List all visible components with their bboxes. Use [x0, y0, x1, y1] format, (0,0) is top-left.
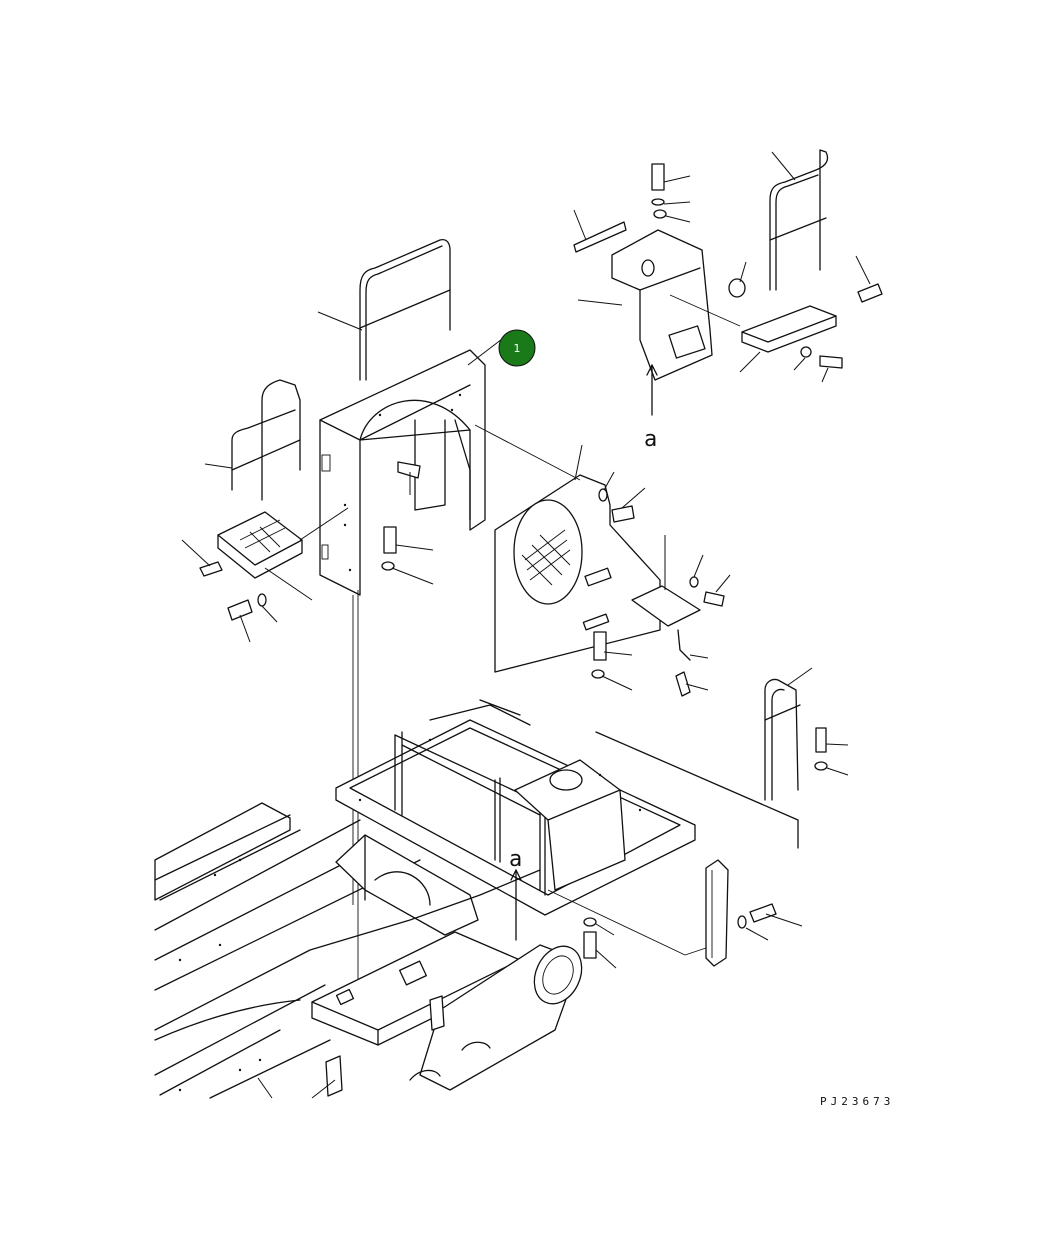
base-frame: a — [335, 699, 696, 941]
center-bolts — [381, 461, 434, 585]
view-label-a-bottom: a — [509, 847, 522, 872]
bolt-icon — [181, 539, 223, 577]
side-panel-assembly — [494, 444, 661, 673]
panel-bolts — [591, 631, 633, 691]
right-side-handrail — [595, 667, 849, 849]
bolt-icon — [227, 599, 253, 643]
callout-number: 1 — [514, 342, 521, 355]
washer-icon — [257, 593, 278, 623]
left-step-assembly — [181, 379, 349, 643]
bracket-plate — [631, 535, 731, 697]
upper-right-cover: a — [573, 163, 747, 452]
handrail-top-right-icon — [769, 149, 829, 291]
step-plate-right — [669, 255, 883, 383]
track-frame — [154, 802, 583, 1099]
part-callout-1[interactable]: 1 — [467, 329, 536, 367]
lower-right-post — [547, 859, 803, 967]
drawing-code: PJ23673 — [820, 1095, 894, 1108]
handrail-top-left-icon — [317, 239, 451, 381]
view-label-a-top: a — [644, 427, 657, 452]
lower-bolts — [583, 917, 617, 969]
